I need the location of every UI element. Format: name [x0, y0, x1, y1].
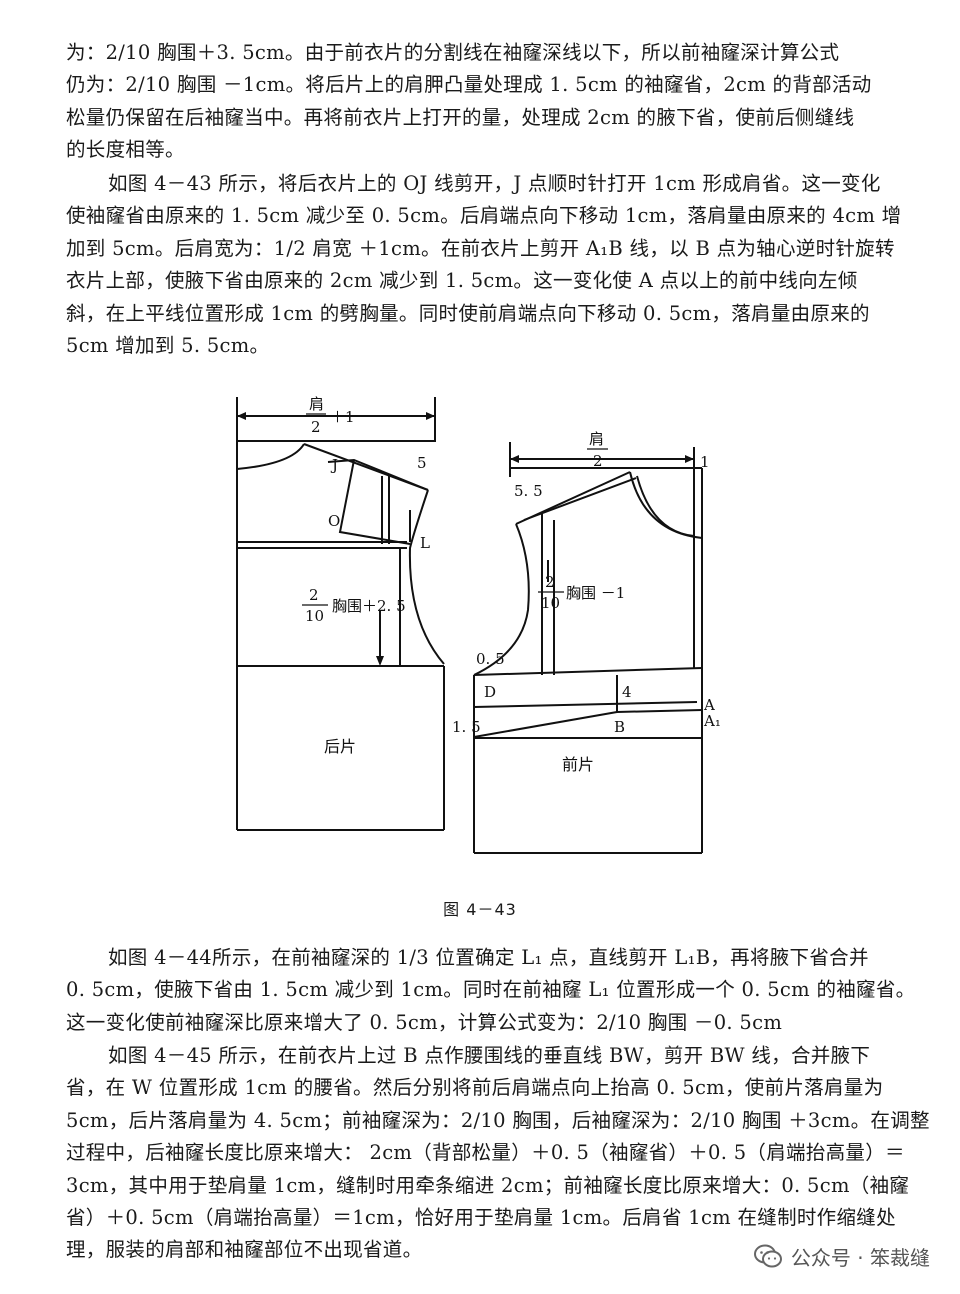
label-D: D [484, 683, 496, 701]
front-dart-lower [473, 711, 618, 738]
text-line: 如图 4－45 所示，在前衣片上过 B 点作腰围线的垂直线 BW，剪开 BW 线… [108, 1044, 871, 1067]
back-armhole-curve [408, 489, 445, 665]
label-L: L [420, 534, 430, 552]
label-O: O [328, 512, 340, 530]
front-mid-suffix: 胸围 －1 [566, 584, 625, 602]
text-line: 斜，在上平线位置形成 1cm 的劈胸量。同时使前肩端点向下移动 0. 5cm，落… [66, 301, 870, 325]
front-mid-numerator: 2 [545, 573, 555, 591]
back-top-denominator: 2 [311, 418, 321, 436]
back-mid-numerator: 2 [309, 586, 319, 604]
text-line: 0. 5cm，使腋下省由 1. 5cm 减少到 1cm。同时在前袖窿 L₁ 位置… [66, 978, 916, 1002]
text-line: 衣片上部，使腋下省由原来的 2cm 减少到 1. 5cm。这一变化使 A 点以上… [66, 269, 858, 293]
front-top-numerator: 肩 [589, 430, 604, 448]
back-dim-arrow-left [237, 412, 246, 420]
front-chest-line [473, 667, 703, 676]
front-neckline [629, 471, 703, 539]
wechat-icon [753, 1244, 782, 1268]
front-mid-denominator: 10 [541, 594, 560, 612]
label-A1: A₁ [703, 712, 721, 730]
watermark: 公众号 · 笨裁缝 [753, 1236, 930, 1276]
text-line: 松量仍保留在后袖窿当中。再将前衣片上打开的量，处理成 2cm 的腋下省，使前后侧… [66, 105, 855, 129]
back-piece-label: 后片 [324, 737, 356, 756]
text-line: 这一变化使前袖窿深比原来增大了 0. 5cm，计算公式变为：2/10 胸围 －0… [66, 1010, 783, 1034]
back-arrow-head [376, 656, 384, 666]
front-armhole-curve [473, 523, 530, 676]
label-1: 1 [700, 453, 710, 471]
text-line: 理，服装的肩部和袖窿部位不出现省道。 [66, 1238, 423, 1262]
front-piece-label: 前片 [562, 755, 594, 774]
label-1-5: 1. 5 [452, 718, 481, 736]
text-line: 如图 4－44所示，在前袖窿深的 1/3 位置确定 L₁ 点，直线剪开 L₁B，… [108, 946, 869, 969]
text-line: 5cm，后片落肩量为 4. 5cm；前袖窿深为：2/10 胸围，后袖窿深为：2/… [66, 1108, 930, 1132]
front-dart-lower-2 [616, 709, 703, 713]
paragraph-2: 如图 4－43 所示，将后衣片上的 OJ 线剪开，J 点顺时针打开 1cm 形成… [66, 168, 902, 362]
text-line: 的长度相等。 [66, 138, 185, 162]
back-shoulder-dart [338, 459, 411, 545]
back-dim-arrow-right [426, 412, 435, 420]
back-top-suffix: ＋1 [330, 408, 355, 426]
text-line: 省）＋0. 5cm（肩端抬高量）＝1cm，恰好用于垫肩量 1cm。后肩省 1cm… [66, 1206, 896, 1230]
label-A: A [703, 696, 715, 714]
paragraph-3: 如图 4－44所示，在前袖窿深的 1/3 位置确定 L₁ 点，直线剪开 L₁B，… [66, 942, 916, 1039]
paragraph-1: 为：2/10 胸围＋3. 5cm。由于前衣片的分割线在袖窿深线以下，所以前袖窿深… [66, 37, 902, 167]
label-J: J [330, 456, 338, 474]
label-B: B [614, 718, 625, 736]
text-line: 加到 5cm。后肩宽为：1/2 肩宽 ＋1cm。在前衣片上剪开 A₁B 线，以 … [66, 236, 895, 260]
text-line: 仍为：2/10 胸围 －1cm。将后片上的肩胛凸量处理成 1. 5cm 的袖窿省… [66, 73, 872, 97]
text-line: 3cm，其中用于垫肩量 1cm，缝制时用牵条缩进 2cm；前袖窿长度比原来增大：… [66, 1173, 910, 1197]
watermark-text: 公众号 · 笨裁缝 [790, 1245, 930, 1270]
label-4: 4 [622, 683, 632, 701]
front-neckline-2 [636, 475, 695, 537]
text-line: 5cm 增加到 5. 5cm。 [66, 334, 270, 358]
back-neckline [236, 443, 305, 470]
label-5: 5 [417, 454, 427, 472]
front-dim-arrow-right [685, 455, 694, 463]
paragraph-4: 如图 4－45 所示，在前衣片上过 B 点作腰围线的垂直线 BW，剪开 BW 线… [66, 1040, 930, 1267]
back-top-numerator: 肩 [309, 395, 324, 413]
text-line: 省，在 W 位置形成 1cm 的腰省。然后分别将前后肩端点向上抬高 0. 5cm… [66, 1076, 884, 1100]
text-line: 为：2/10 胸围＋3. 5cm。由于前衣片的分割线在袖窿深线以下，所以前袖窿深… [66, 41, 840, 64]
label-5-5: 5. 5 [514, 482, 543, 500]
front-dim-arrow-left [510, 455, 519, 463]
pattern-diagram: 肩 2 ＋1 J 5 O L 2 10 胸围＋2. 5 后片 肩 2 1 5. … [236, 395, 721, 854]
text-line: 如图 4－43 所示，将后衣片上的 OJ 线剪开，J 点顺时针打开 1cm 形成… [108, 172, 881, 195]
text-line: 过程中，后袖窿长度比原来增大： 2cm（背部松量）＋0. 5（袖窿省）＋0. 5… [66, 1141, 905, 1165]
front-dart-upper [473, 701, 698, 708]
figure-caption: 图 4－43 [443, 900, 517, 919]
front-top-denominator: 2 [593, 452, 603, 470]
label-0-5: 0. 5 [476, 650, 505, 668]
back-mid-suffix: 胸围＋2. 5 [332, 597, 406, 615]
back-mid-denominator: 10 [305, 607, 324, 625]
text-line: 使袖窿省由原来的 1. 5cm 减少至 0. 5cm。后肩端点向下移动 1cm，… [66, 204, 902, 228]
